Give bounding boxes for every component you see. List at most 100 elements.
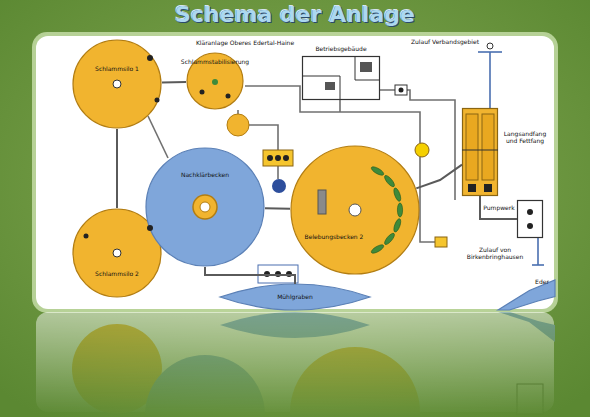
pipe [237, 110, 239, 114]
pump-symbol [275, 155, 281, 161]
node-label: Eder [530, 279, 554, 286]
aerator [383, 174, 396, 188]
aerators [370, 165, 402, 255]
node-label: Betriebsgebäude [301, 46, 381, 53]
plan-label: Zulauf Verbandsgebiet [403, 39, 487, 46]
node-shape [146, 148, 264, 266]
building-outline: Betriebsgebäude [302, 56, 380, 100]
reflection-clarifier [145, 355, 265, 417]
node-shape [220, 284, 370, 310]
node-shape [73, 40, 161, 128]
small-tank [227, 114, 249, 136]
reflection-basin [290, 347, 420, 417]
pipe-connector [416, 165, 462, 189]
pipe-connector [205, 267, 295, 284]
inflow-tee [532, 264, 544, 266]
node-outline [72, 39, 162, 129]
wall [302, 76, 340, 100]
node-outline [462, 108, 498, 196]
basin-center [349, 204, 361, 216]
small-box [435, 237, 447, 247]
node-shape [291, 146, 419, 274]
meter-symbol [286, 271, 292, 277]
node-label: Langsandfang und Fettfang [499, 131, 551, 145]
mill-race: Mühlgraben [220, 284, 370, 310]
pipe-connector [162, 81, 186, 84]
inflow-tee [478, 51, 502, 53]
meter-symbol [264, 271, 270, 277]
node-outline [517, 200, 543, 238]
pump-symbol [147, 225, 153, 231]
silo-center [113, 249, 121, 257]
aerator [383, 232, 396, 246]
plan-label: Kläranlage Oberes Edertal-Haine [180, 40, 310, 47]
outflow-meter [258, 265, 298, 283]
silo-circle: Schlammsilo 1 [72, 39, 162, 129]
aerator [392, 218, 402, 233]
node-label: Mühlgraben [260, 294, 330, 301]
reflection-mill-race [220, 312, 370, 338]
tank-circle: Schlammstabilisierung [186, 52, 244, 110]
pump-symbol [200, 90, 205, 95]
aeration-basin: Belebungsbecken 2 [290, 145, 420, 275]
pump-symbol [527, 209, 533, 215]
pipe [420, 157, 435, 242]
pipe [249, 125, 278, 150]
node-label: Schlammstabilisierung [170, 59, 260, 66]
node-shape [463, 109, 498, 196]
node-label: Schlammsilo 1 [87, 66, 147, 73]
small-box [395, 85, 407, 95]
river-shape: Eder [498, 280, 555, 310]
scraper-bridge [462, 149, 498, 150]
pipe-connector [116, 129, 118, 208]
meter-symbol [275, 271, 281, 277]
panel [36, 36, 554, 309]
grit-chamber: Langsandfang und Fettfang [462, 108, 498, 196]
pipe [148, 116, 168, 158]
pump-symbol [226, 94, 231, 99]
pump-symbol [399, 88, 404, 93]
node-outline [302, 56, 380, 100]
pipe [339, 100, 341, 112]
yellow-dot [415, 143, 429, 157]
pump-symbol [147, 55, 153, 61]
pump-symbol [527, 223, 533, 229]
node-outline [145, 147, 265, 267]
room-block [360, 62, 372, 72]
reflection-pump [517, 384, 543, 414]
reflection [36, 312, 555, 417]
clarifier-circle: Nachklärbecken [145, 147, 265, 267]
inflow-pipe [537, 238, 539, 265]
wall [355, 56, 380, 80]
node-label: Schlammsilo 2 [87, 271, 147, 278]
aerator [212, 79, 218, 85]
panel-glow [32, 32, 558, 313]
pipe-connector [480, 196, 517, 219]
clarifier-center [193, 195, 217, 219]
node-label: Belebungsbecken 2 [302, 234, 366, 241]
pipe-connector [265, 207, 290, 210]
aerator [397, 203, 402, 217]
node-label: Nachklärbecken [170, 172, 240, 179]
page-title: Schema der Anlage [0, 2, 590, 27]
pump-symbol [484, 184, 492, 192]
pump-symbol [155, 98, 160, 103]
plan-label: Zulauf von Birkenbringhausen [463, 247, 527, 261]
aerator [370, 243, 385, 255]
valve-symbol [487, 43, 493, 49]
pump-symbol [468, 184, 476, 192]
basin-wall [318, 190, 326, 214]
pump-symbol [267, 155, 273, 161]
pump-box: Pumpwerk [517, 200, 543, 238]
node-shape [518, 201, 543, 238]
silo-center [113, 80, 121, 88]
aerator [370, 165, 385, 177]
node-label: Pumpwerk [481, 205, 517, 212]
clarifier-hub [200, 202, 210, 212]
pump-symbol [283, 155, 289, 161]
blue-dot [272, 179, 286, 193]
pipe [277, 166, 279, 179]
